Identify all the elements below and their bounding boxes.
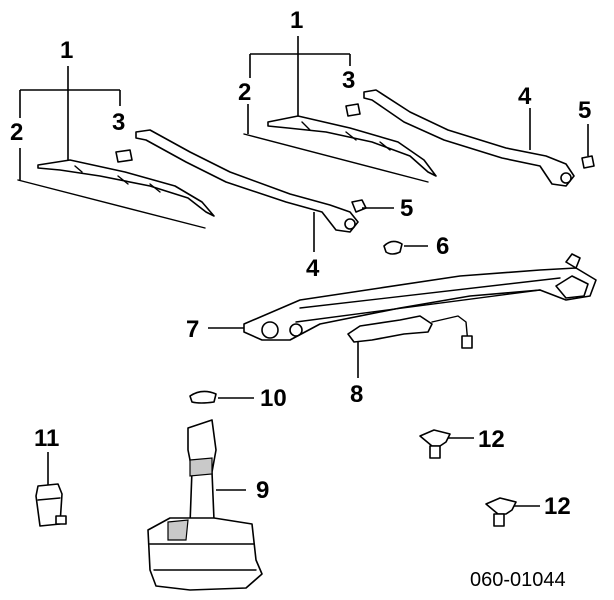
wiper-linkage	[208, 253, 597, 341]
diagram-code: 060-01044	[470, 569, 566, 591]
wiper-blade-refill-left	[17, 179, 206, 229]
reservoir-cap	[189, 390, 254, 404]
callout-10: 10	[260, 385, 287, 412]
callout-4-right: 4	[518, 83, 532, 110]
right-wiper-set	[243, 36, 595, 187]
callout-2-left: 2	[10, 119, 23, 146]
arm-nut-right	[581, 155, 595, 169]
wiper-blade-right	[267, 115, 437, 177]
wiper-blade-refill-right	[243, 133, 429, 183]
wiper-blade-left	[37, 159, 215, 217]
callout-5-right: 5	[578, 97, 591, 124]
callout-5-left: 5	[400, 195, 413, 222]
left-wiper-set	[17, 66, 394, 252]
callout-9: 9	[256, 477, 269, 504]
blade-clip-right	[345, 103, 361, 117]
pivot-cap	[383, 240, 428, 255]
washer-pump	[35, 452, 67, 527]
callout-8: 8	[350, 381, 363, 408]
callout-11: 11	[34, 425, 59, 452]
blade-clip-left	[115, 149, 133, 163]
callout-1-right: 1	[290, 7, 303, 34]
callout-4-left: 4	[306, 255, 320, 282]
arm-nut-left	[351, 199, 367, 213]
callout-3-right: 3	[342, 67, 355, 94]
callout-1-left: 1	[60, 37, 73, 64]
callout-3-left: 3	[112, 109, 125, 136]
washer-reservoir	[147, 419, 263, 591]
washer-nozzle-upper	[419, 429, 474, 459]
callout-6: 6	[436, 233, 449, 260]
wiper-arm-left	[135, 129, 359, 233]
washer-nozzle-lower	[485, 497, 540, 527]
callout-12-lower: 12	[544, 493, 571, 520]
wiper-motor	[347, 315, 473, 378]
callout-12-upper: 12	[478, 426, 505, 453]
callout-7: 7	[186, 316, 199, 343]
callout-2-right: 2	[238, 79, 251, 106]
wiper-arm-right	[363, 89, 575, 187]
